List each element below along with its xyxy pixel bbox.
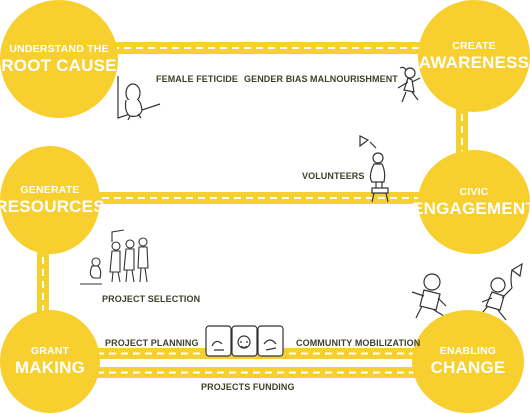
- label-malnourishment: MALNOURISHMENT: [310, 74, 398, 84]
- label-volunteers: VOLUNTEERS: [302, 171, 365, 181]
- node-resources-line1: GENERATE: [20, 183, 80, 196]
- road-grant-to-change-lower: [85, 367, 440, 378]
- node-change-line1: ENABLING: [439, 345, 497, 358]
- node-resources: GENERATE RESOURCES: [0, 146, 105, 254]
- node-awareness-line2: AWARENESS: [418, 52, 530, 72]
- label-projects-funding: PROJECTS FUNDING: [201, 382, 295, 392]
- megaphone-girl-sketch: [359, 135, 389, 203]
- three-panel-faces-sketch: [205, 325, 284, 357]
- node-engagement: CIVIC ENGAGEMENT: [412, 150, 530, 254]
- sitting-child-sketch: [117, 76, 161, 121]
- node-change-line2: CHANGE: [430, 358, 506, 378]
- label-project-selection: PROJECT SELECTION: [102, 294, 201, 304]
- label-female-feticide: FEMALE FETICIDE: [156, 74, 238, 84]
- node-engagement-line1: CIVIC: [459, 185, 489, 198]
- road-engagement-to-resources: [90, 192, 440, 204]
- node-root-cause-line1: UNDERSTAND THE: [9, 42, 109, 55]
- node-change: ENABLING CHANGE: [412, 310, 524, 413]
- node-grant-line2: MAKING: [14, 358, 86, 378]
- node-grant-line1: GRANT: [30, 345, 70, 358]
- running-girl-sketch: [397, 66, 421, 103]
- label-gender-bias: GENDER BIAS: [244, 74, 308, 84]
- node-engagement-line2: ENGAGEMENT: [412, 198, 530, 218]
- running-children-kite-sketch: [411, 262, 523, 321]
- label-community-mobilization: COMMUNITY MOBILIZATION: [296, 338, 421, 348]
- node-root-cause-line2: ROOT CAUSE: [1, 55, 117, 75]
- node-root-cause: UNDERSTAND THE ROOT CAUSE: [0, 0, 118, 118]
- node-awareness-line1: CREATE: [452, 39, 496, 52]
- node-grant: GRANT MAKING: [0, 310, 100, 413]
- road-root-to-awareness: [100, 42, 440, 54]
- group-meeting-sketch: [80, 229, 149, 285]
- node-awareness: CREATE AWARENESS: [418, 0, 530, 112]
- label-project-planning: PROJECT PLANNING: [105, 338, 199, 348]
- node-resources-line2: RESOURCES: [0, 196, 105, 216]
